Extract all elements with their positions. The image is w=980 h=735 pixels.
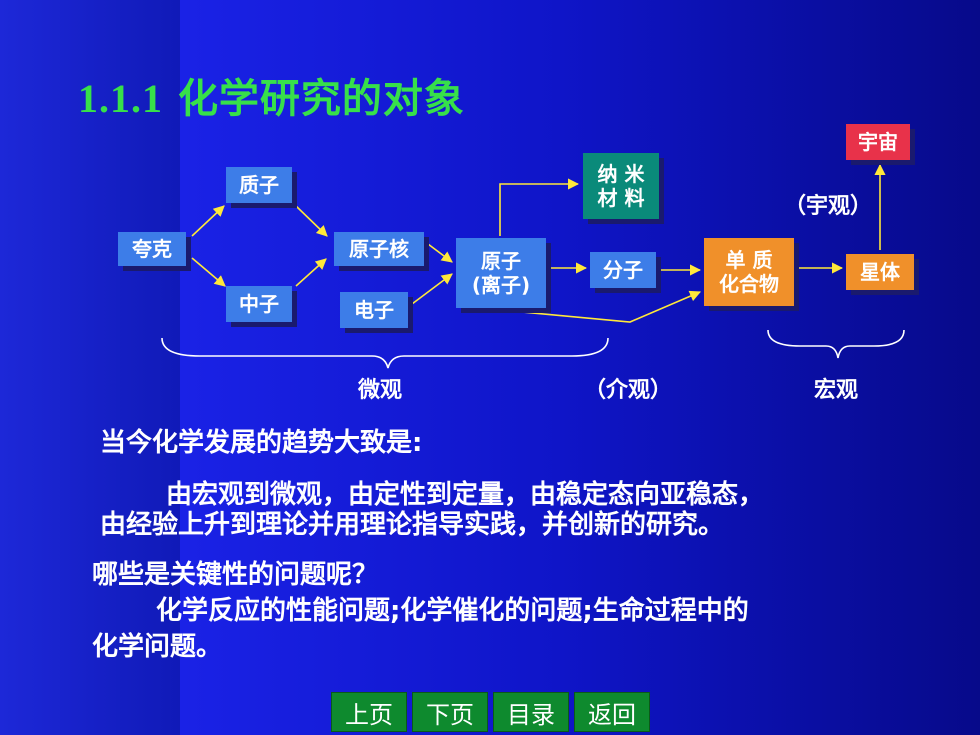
box-nucleus: 原子核 [334, 232, 424, 266]
arrow-quark-neutron [191, 257, 226, 287]
box-proton: 质子 [226, 167, 292, 203]
box-simple-substance: 单 质 化合物 [704, 238, 794, 306]
box-star: 星体 [846, 254, 914, 290]
compound-label: 化合物 [719, 272, 779, 296]
meso-scale-label: （介观） [584, 378, 673, 403]
key-question: 哪些是关键性的问题呢？ [92, 560, 379, 590]
arrow-electron-atom [411, 273, 453, 305]
simple-substance-label: 单 质 [725, 248, 773, 272]
micro-scale-label: 微观 [358, 378, 403, 403]
box-molecule: 分子 [590, 252, 656, 288]
answer-line-1: 化学反应的性能问题;化学催化的问题;生命过程中的 [156, 596, 749, 626]
box-neutron: 中子 [226, 286, 292, 322]
trend-heading: 当今化学发展的趋势大致是: [100, 428, 423, 458]
arrow-quark-proton [191, 205, 225, 237]
page-title: 1.1.1 化学研究的对象 [78, 66, 465, 124]
brace-macro [767, 329, 905, 359]
brace-micro-meso [161, 337, 609, 369]
box-atom: 原子 (离子) [456, 238, 546, 308]
prev-page-button[interactable]: 上页 [331, 692, 407, 732]
box-electron: 电子 [340, 292, 408, 328]
title-text: 化学研究的对象 [177, 76, 465, 122]
arrow-neutron-nucleus [295, 258, 327, 287]
arrow-nucleus-atom [427, 243, 453, 263]
box-nano-material: 纳 米 材 料 [583, 153, 659, 219]
toc-button[interactable]: 目录 [493, 692, 569, 732]
macro-scale-label: 宏观 [814, 378, 859, 403]
trend-line-1: 由宏观到微观，由定性到定量，由稳定态向亚稳态， [166, 480, 765, 510]
cosmic-scale-label: （宇观） [784, 194, 873, 219]
box-universe: 宇宙 [846, 124, 910, 160]
answer-line-2: 化学问题。 [92, 632, 223, 662]
material-label: 材 料 [597, 186, 645, 210]
atom-label: 原子 [481, 249, 521, 273]
left-stripe [0, 0, 180, 735]
nano-label: 纳 米 [597, 162, 645, 186]
arrow-proton-nucleus [295, 205, 328, 237]
arrow-atom-nano [499, 178, 580, 236]
trend-line-2: 由经验上升到理论并用理论指导实践，并创新的研究。 [100, 510, 725, 540]
next-page-button[interactable]: 下页 [412, 692, 488, 732]
back-button[interactable]: 返回 [574, 692, 650, 732]
arrow-atom-simple [499, 290, 702, 323]
ion-label: (离子) [471, 273, 531, 297]
title-number: 1.1.1 [78, 76, 163, 121]
box-quark: 夸克 [118, 232, 186, 266]
